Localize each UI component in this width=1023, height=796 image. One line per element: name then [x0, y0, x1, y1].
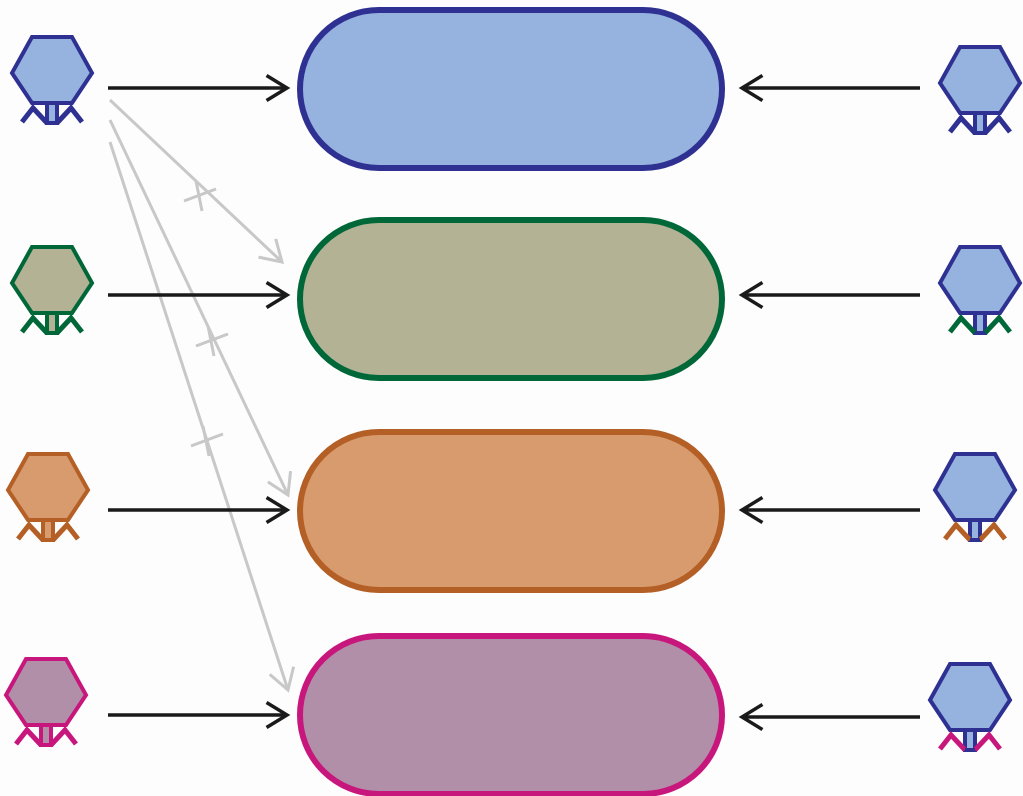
right-phage-pink	[927, 662, 1013, 752]
arrow-shaft	[108, 141, 290, 691]
arrow-head	[268, 666, 296, 693]
arrow-head	[265, 700, 291, 730]
bacterial-cell-orange	[297, 429, 725, 593]
phage-head	[937, 245, 1023, 315]
bacterial-cell-blue	[297, 7, 725, 171]
arrow-head	[738, 702, 764, 732]
arrow-head	[265, 495, 291, 525]
phage-leg-right	[983, 314, 1012, 335]
arrow-head	[265, 73, 291, 103]
blocked-infection-arrow	[108, 141, 296, 693]
phage-leg-left	[948, 114, 977, 135]
left-phage-orange	[5, 452, 91, 542]
phage-head	[9, 245, 95, 315]
phage-leg-left	[20, 104, 49, 125]
phage-leg-right	[978, 521, 1007, 542]
infection-arrow-right-blue	[738, 73, 920, 103]
phage-head	[5, 452, 91, 522]
phage-leg-left	[938, 731, 967, 752]
left-phage-pink	[3, 657, 89, 747]
phage-leg-left	[14, 726, 43, 747]
arrow-head	[267, 470, 293, 498]
infection-arrow-right-pink	[738, 702, 920, 732]
phage-leg-left	[948, 314, 977, 335]
x-stroke	[201, 425, 211, 457]
phage-leg-right	[973, 731, 1002, 752]
infection-arrow-left-pink	[108, 700, 291, 730]
right-phage-green	[937, 245, 1023, 335]
infection-arrow-right-orange	[738, 495, 920, 525]
bacterial-cell-pink	[297, 633, 725, 796]
phage-leg-right	[55, 314, 84, 335]
blocked-x-icon	[183, 180, 217, 212]
infection-arrow-left-blue	[108, 73, 291, 103]
x-stroke	[194, 180, 204, 212]
blocked-x-icon	[195, 325, 229, 357]
arrow-head	[258, 238, 285, 264]
bacterial-cell-green	[297, 217, 725, 381]
phage-head	[3, 657, 89, 727]
left-phage-green	[9, 245, 95, 335]
x-stroke	[206, 325, 216, 357]
arrow-head	[738, 73, 764, 103]
blocked-x-icon	[190, 425, 224, 457]
infection-arrow-right-green	[738, 280, 920, 310]
phage-head	[937, 45, 1023, 115]
arrow-head	[738, 280, 764, 310]
right-phage-orange	[932, 452, 1018, 542]
arrow-head	[738, 495, 764, 525]
phage-leg-right	[983, 114, 1012, 135]
arrow-shaft	[108, 119, 290, 496]
phage-leg-left	[20, 314, 49, 335]
phage-head	[932, 452, 1018, 522]
phage-head	[927, 662, 1013, 732]
phage-leg-right	[51, 521, 80, 542]
blocked-infection-arrow	[108, 119, 293, 498]
infection-arrow-left-green	[108, 280, 291, 310]
infection-arrow-left-orange	[108, 495, 291, 525]
phage-head	[9, 35, 95, 105]
phage-leg-right	[49, 726, 78, 747]
right-phage-blue	[937, 45, 1023, 135]
phage-leg-right	[55, 104, 84, 125]
phage-leg-left	[943, 521, 972, 542]
arrow-head	[265, 280, 291, 310]
left-phage-blue	[9, 35, 95, 125]
phage-leg-left	[16, 521, 45, 542]
